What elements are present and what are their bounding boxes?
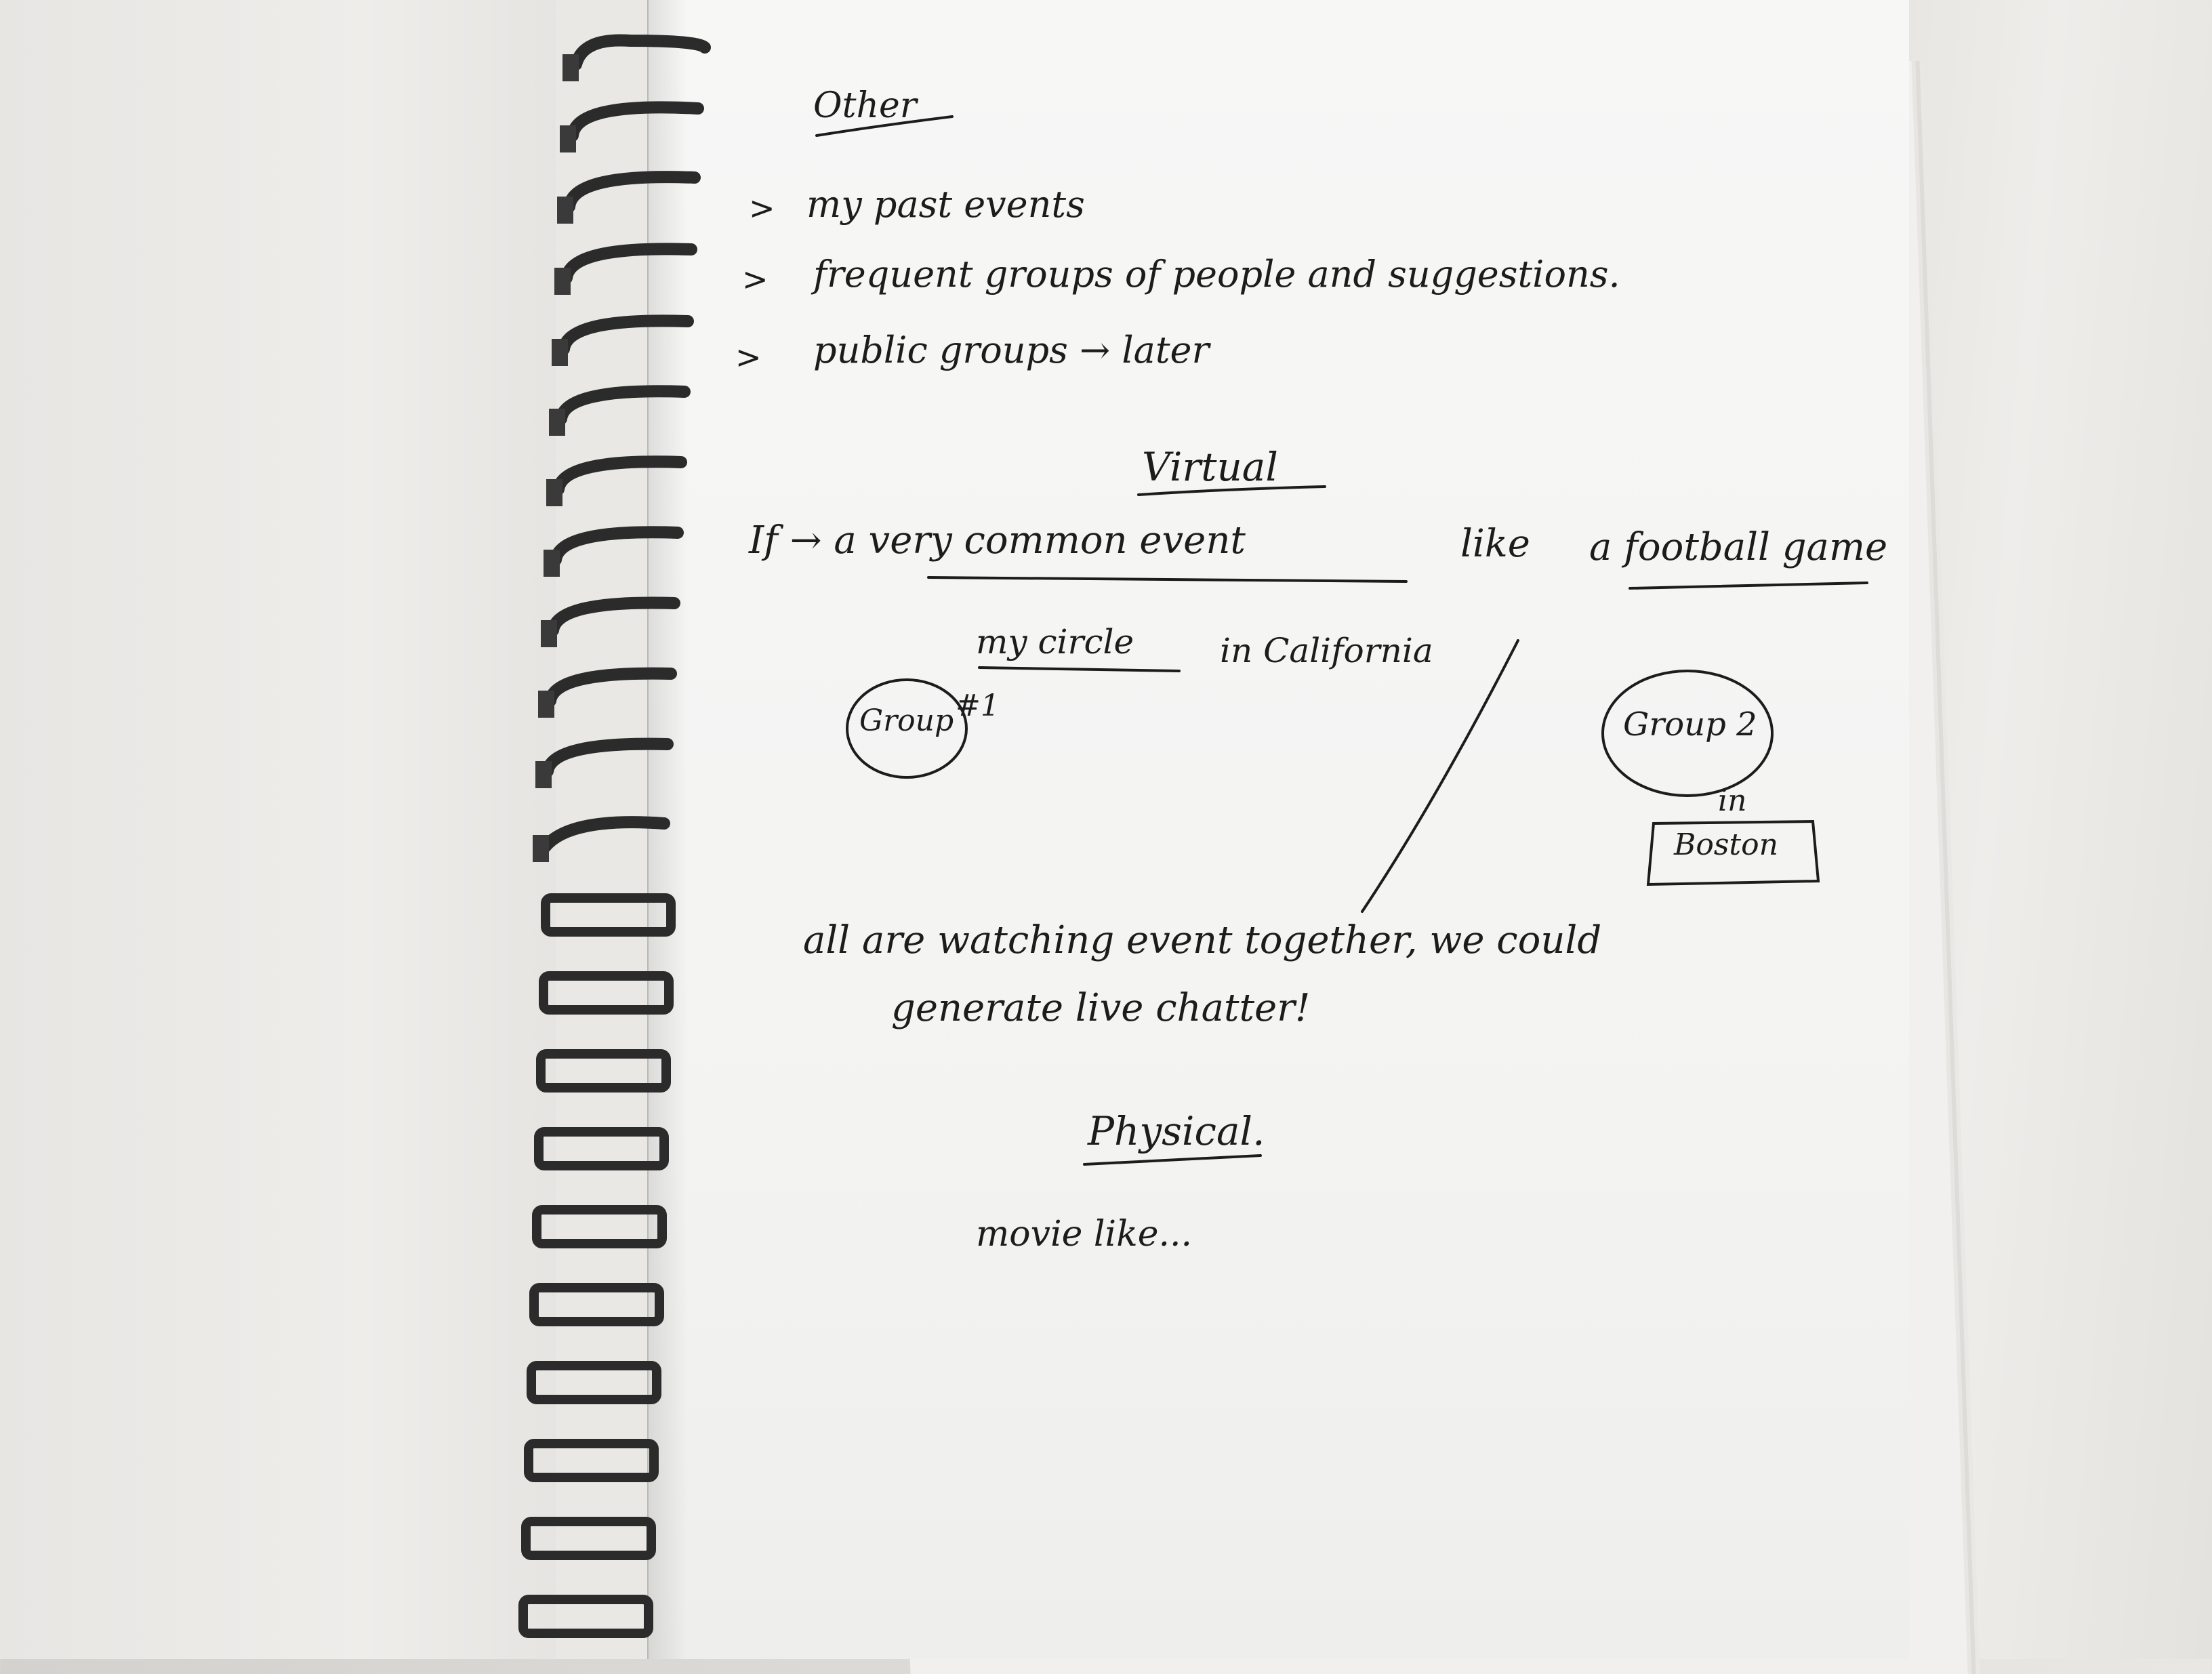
left-page <box>0 0 610 1659</box>
bullet-frequent-groups: frequent groups of people and suggestion… <box>813 253 1620 295</box>
line-live-chatter: generate live chatter! <box>891 986 1311 1030</box>
bullet-public-groups: public groups → later <box>813 329 1210 371</box>
line-football-game: a football game <box>1589 525 1888 569</box>
underlines <box>815 115 1868 1166</box>
circles-and-boxes <box>846 670 1820 886</box>
line-movie: movie like... <box>976 1214 1193 1254</box>
bullet-arrow-1: > <box>749 190 775 226</box>
group-2-label: Group 2 <box>1623 706 1757 743</box>
spiral-loops-lower <box>518 893 676 1638</box>
heading-other: Other <box>813 85 917 126</box>
divider-slash <box>1361 639 1519 913</box>
note-california: in California <box>1220 631 1433 670</box>
bullet-arrow-3: > <box>735 339 762 375</box>
heading-virtual: Virtual <box>1142 444 1278 490</box>
bullet-arrow-2: > <box>742 261 769 298</box>
spiral-binding <box>533 34 711 862</box>
word-like: like <box>1460 522 1530 566</box>
heading-physical: Physical. <box>1088 1108 1265 1154</box>
bullet-past-events: my past events <box>806 183 1085 226</box>
line-watching-together: all are watching event together, we coul… <box>803 918 1602 962</box>
note-my-circle: my circle <box>976 622 1134 661</box>
word-in: in <box>1718 783 1747 818</box>
group-1-number: #1 <box>956 689 1000 723</box>
line-common-event: If → a very common event <box>749 518 1246 563</box>
right-page <box>647 0 1909 1659</box>
boston-box-label: Boston <box>1674 828 1778 862</box>
group-1-label: Group <box>859 703 954 738</box>
